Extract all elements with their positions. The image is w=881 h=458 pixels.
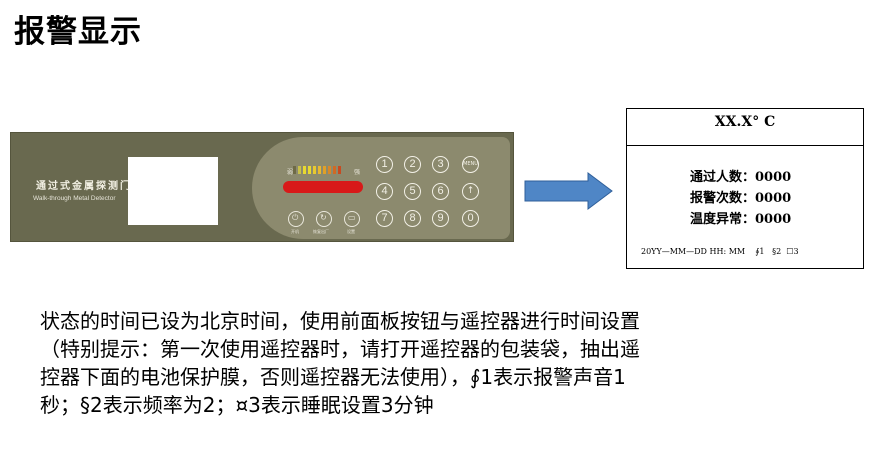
display-divider	[626, 145, 864, 146]
key-3[interactable]: 3	[432, 156, 449, 173]
temp-abnormal-line: 温度异常：0000	[690, 212, 792, 227]
led-segment	[308, 166, 311, 174]
reset-button[interactable]	[316, 211, 332, 227]
arrow-right-icon	[524, 172, 613, 210]
led-segment	[313, 166, 316, 174]
led-segment	[293, 166, 296, 174]
description-line: （特别提示：第一次使用遥控器时，请打开遥控器的包装袋，抽出遥	[40, 337, 640, 361]
key-4[interactable]: 4	[376, 183, 393, 200]
description-line: 状态的时间已设为北京时间，使用前面板按钮与遥控器进行时间设置	[40, 309, 640, 333]
description-text: 状态的时间已设为北京时间，使用前面板按钮与遥控器进行时间设置 （特别提示：第一次…	[40, 307, 870, 419]
key-8[interactable]: 8	[404, 210, 421, 227]
reset-icon: ↻	[320, 213, 327, 222]
settings-label: 设置	[347, 229, 355, 234]
description-line: 秒；§2表示频率为2；¤3表示睡眠设置3分钟	[40, 393, 434, 417]
alarm-indicator-bar	[283, 181, 363, 193]
power-label: 开机	[291, 229, 299, 234]
up-key[interactable]: ↑	[462, 183, 479, 200]
page-title: 报警显示	[14, 14, 142, 50]
reset-label: 恢复出厂	[313, 229, 329, 234]
power-icon: ⏻	[292, 213, 299, 222]
key-5[interactable]: 5	[404, 183, 421, 200]
key-2[interactable]: 2	[404, 156, 421, 173]
panel-name-en: Walk-through Metal Detector	[33, 195, 116, 202]
power-button[interactable]	[288, 211, 304, 227]
key-0[interactable]: 0	[462, 210, 479, 227]
key-1[interactable]: 1	[376, 156, 393, 173]
led-segment	[328, 166, 331, 174]
display-screen	[626, 108, 864, 269]
led-segment	[298, 166, 301, 174]
led-segment	[318, 166, 321, 174]
key-7[interactable]: 7	[376, 210, 393, 227]
led-segment	[333, 166, 336, 174]
settings-icon: ▭	[348, 213, 356, 222]
status-line: 20YY—MM—DD HH: MM ∮1 §2 ☐3	[641, 247, 799, 256]
key-6[interactable]: 6	[432, 183, 449, 200]
sensitivity-led-bar	[293, 166, 341, 174]
led-segment	[338, 166, 341, 174]
description-line: 控器下面的电池保护膜，否则遥控器无法使用），∮1表示报警声音1	[40, 365, 626, 389]
temperature-readout: XX.X° C	[714, 114, 776, 130]
panel-name-cn: 通过式金属探测门	[36, 181, 132, 192]
strong-label: 强	[354, 169, 361, 176]
menu-key[interactable]: MENU	[462, 156, 479, 173]
alarm-count-line: 报警次数：0000	[690, 191, 792, 206]
led-segment	[323, 166, 326, 174]
settings-button[interactable]	[344, 211, 360, 227]
led-segment	[303, 166, 306, 174]
pass-count-line: 通过人数：0000	[690, 170, 792, 185]
panel-screen	[128, 157, 218, 225]
weak-label: 弱	[287, 169, 294, 176]
key-9[interactable]: 9	[432, 210, 449, 227]
